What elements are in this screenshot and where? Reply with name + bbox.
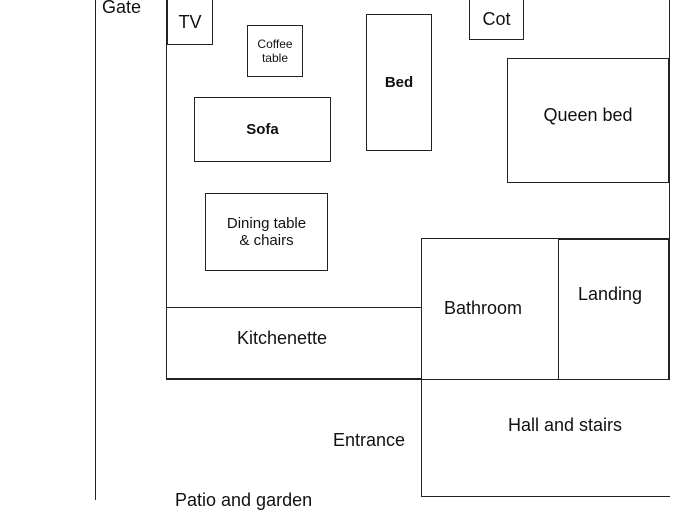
landing-box: Landing: [558, 238, 670, 380]
patio-garden-label: Patio and garden: [175, 490, 313, 510]
sofa-box: Sofa: [194, 97, 331, 162]
bathroom-label: Bathroom: [444, 298, 523, 318]
bathroom-box: Bathroom: [421, 238, 559, 380]
kitchenette-label: Kitchenette: [237, 328, 328, 348]
hall-and-stairs-label: Hall and stairs: [508, 415, 623, 435]
bed-label: Bed: [384, 74, 414, 91]
landing-label: Landing: [578, 284, 643, 304]
queen-bed-box: Queen bed: [507, 58, 669, 183]
sofa-label: Sofa: [246, 121, 279, 138]
tv-label: TV: [178, 11, 202, 32]
gate-label: Gate: [102, 0, 142, 17]
kitchenette-box: Kitchenette: [166, 307, 422, 380]
outer-boundary-left: [95, 0, 96, 500]
coffee-table-label: Coffee table: [257, 37, 293, 65]
queen-bed-label: Queen bed: [543, 105, 633, 125]
dining-table-box: Dining table & chairs: [205, 193, 328, 271]
cot-label: Cot: [482, 9, 511, 29]
hall-and-stairs-box: Hall and stairs: [421, 379, 670, 497]
bed-box: Bed: [366, 14, 432, 151]
tv-box: TV: [167, 0, 213, 45]
floor-plan: Gate TV Coffee table Sofa Dining table &…: [95, 0, 670, 510]
room-wall-left: [166, 0, 167, 380]
cot-box: Cot: [469, 0, 524, 40]
entrance-label: Entrance: [333, 430, 406, 450]
coffee-table-box: Coffee table: [247, 25, 303, 77]
room-wall-right: [669, 0, 670, 430]
dining-table-label: Dining table & chairs: [226, 215, 307, 249]
